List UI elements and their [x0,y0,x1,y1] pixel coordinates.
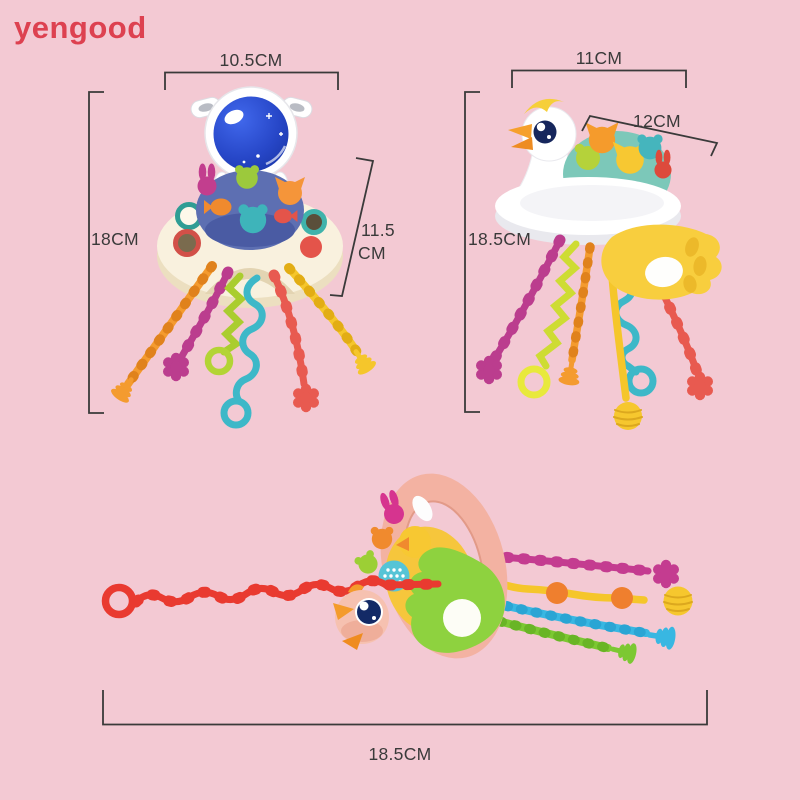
dimension-label: 18.5CM [468,229,531,249]
dimension-line [581,114,719,157]
dimension-label: 10.5CM [219,50,282,70]
dimension-swan-depth: 12CM [581,111,719,157]
lying-toy-red-string [101,575,444,619]
lying-pull-toy-figure [101,473,693,665]
astronaut-pull-toy-figure [108,86,378,429]
dimension-label: 18.5CM [368,744,431,764]
dimension-label-unit: CM [358,243,386,263]
astronaut-toy-dome [196,163,305,250]
dimension-line [102,690,708,726]
dimension-line [164,71,339,90]
dimension-astronaut-depth: 11.5 CM [329,157,395,297]
dimension-label: 18CM [91,229,139,249]
astronaut-toy-pull-strings [108,261,378,429]
dimension-swan-height: 18.5CM [464,91,531,413]
dimension-line [329,157,375,297]
dimension-astronaut-width: 10.5CM [164,50,339,90]
dimension-lying-length: 18.5CM [102,690,708,764]
swan-toy-wing [601,224,722,300]
lying-toy-bird-head [333,584,389,650]
dimension-label: 11.5 [361,220,395,240]
swan-pull-toy-figure [476,98,722,430]
dimension-astronaut-height: 18CM [88,91,139,414]
dimension-line [464,91,480,413]
dimension-label: 11CM [576,48,623,68]
dimension-line [511,69,687,88]
dimension-line [88,91,104,414]
lying-toy-wing [405,547,505,653]
dimension-label: 12CM [633,111,681,131]
dimension-swan-width: 11CM [511,48,687,88]
astronaut-visor [213,96,289,172]
brand-watermark: yengood [14,10,147,45]
